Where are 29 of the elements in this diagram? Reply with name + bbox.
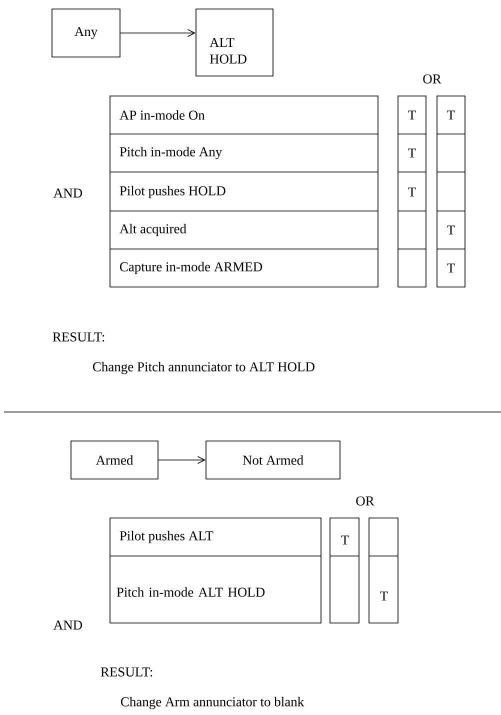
arrow [120,29,196,37]
result-text: Change Arm annunciator to blank [120,696,304,710]
condition-text: Capture in-mode ARMED [120,262,262,274]
truth-value: T [447,264,455,272]
state-box: Not Armed [206,440,340,480]
state-box: Any [52,8,120,58]
condition-text: AP in-mode On [120,110,205,120]
condition-text: Alt acquired [120,224,186,236]
condition-text: Pilot pushes HOLD [120,186,226,198]
condition-text: Pilot pushes ALT [120,530,214,544]
operator-label: AND [54,188,82,198]
result-heading: RESULT: [100,667,152,677]
arrow [158,456,206,464]
result-text: Change Pitch annunciator to ALT HOLD [92,362,314,374]
state-box: Armed [70,440,158,480]
operator-label: OR [423,74,442,84]
truth-value: T [447,226,455,234]
state-box: ALT HOLD [196,8,274,76]
condition-text: Pitch in-mode ALT HOLD [116,587,265,597]
truth-value: T [408,188,416,196]
truth-value: T [408,148,416,158]
truth-value: T [341,536,349,544]
condition-text: Pitch in-mode Any [120,146,222,160]
operator-label: OR [356,496,374,506]
result-heading: RESULT: [52,332,104,342]
truth-value: T [447,110,455,120]
truth-value: T [408,110,416,120]
truth-value: T [380,592,388,600]
operator-label: AND [54,620,82,630]
